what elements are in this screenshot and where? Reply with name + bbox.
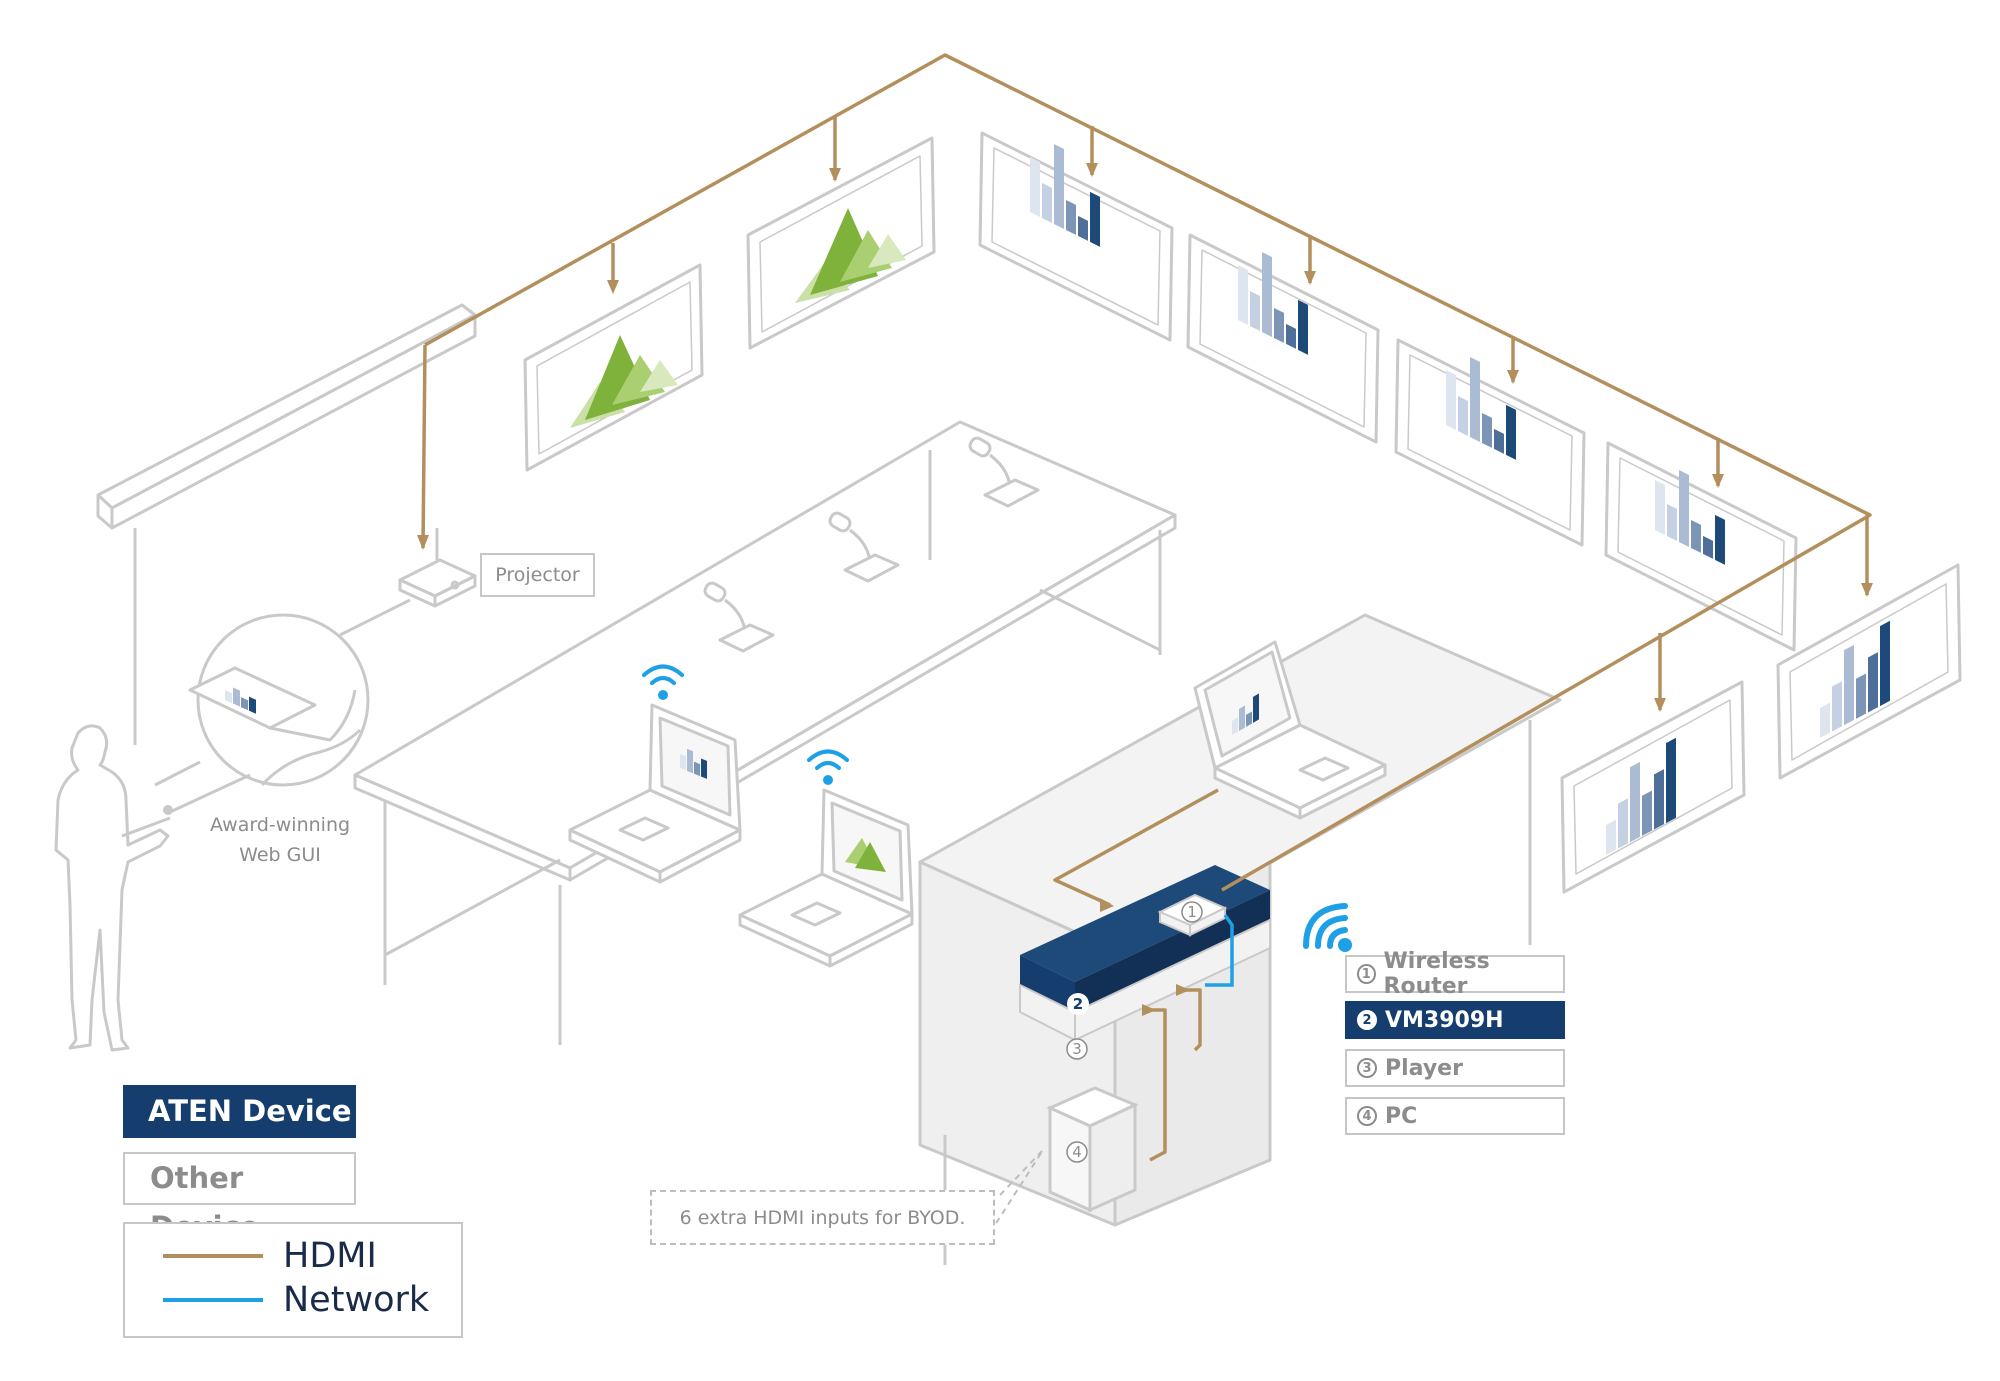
hdmi-line-swatch: [163, 1254, 263, 1258]
display-3: [978, 131, 1174, 342]
wifi-icon-router: [1303, 903, 1352, 952]
laptop-1: [568, 703, 742, 884]
web-gui-label-line1: Award-winning: [209, 814, 351, 836]
web-gui-pointer-dot: [163, 805, 173, 815]
bar-chart-icon-displays: [225, 143, 1890, 855]
key-player: 3 Player: [1345, 1049, 1565, 1087]
green-area-chart-display-1: [570, 335, 678, 428]
network-line-swatch: [163, 1298, 263, 1302]
green-chart-laptop-2: [845, 838, 886, 872]
legend-cable-types: HDMI Network: [123, 1222, 463, 1338]
pc-tower: [1046, 1086, 1139, 1213]
projector-label: Projector: [480, 553, 595, 597]
key-label: VM3909H: [1385, 1007, 1504, 1033]
key-label: Wireless Router: [1383, 949, 1490, 999]
network-cable: [1205, 913, 1234, 987]
legend-hdmi-row: HDMI: [163, 1236, 377, 1276]
callout-pointer: [994, 1149, 1044, 1226]
wifi-icon-laptop-1: [642, 664, 684, 700]
microphone-1: [968, 436, 1040, 508]
legend-aten-device: ATEN Device: [123, 1085, 356, 1138]
marker-1: 1: [1187, 903, 1197, 921]
byod-callout: 6 extra HDMI inputs for BYOD.: [650, 1190, 995, 1245]
projector: [398, 528, 477, 608]
legend-network-row: Network: [163, 1280, 429, 1320]
device-markers: 1 2 3 4: [1066, 901, 1203, 1163]
hdmi-cables: [421, 53, 1872, 1162]
person-figure: [54, 724, 171, 1052]
microphone-3: [703, 581, 775, 653]
web-gui-label: Award-winning Web GUI: [195, 810, 365, 870]
key-label: PC: [1385, 1103, 1418, 1129]
laptop-2: [738, 788, 914, 968]
microphone-2: [828, 511, 900, 583]
marker-2: 2: [1073, 995, 1083, 1013]
key-number: 1: [1357, 964, 1376, 984]
web-gui-zoom: [154, 613, 370, 814]
web-gui-label-line2: Web GUI: [239, 844, 321, 866]
key-number: 3: [1357, 1058, 1377, 1078]
marker-3: 3: [1072, 1040, 1082, 1058]
key-pc: 4 PC: [1345, 1097, 1565, 1135]
key-wireless-router: 1 Wireless Router: [1345, 949, 1565, 999]
key-number: 4: [1357, 1106, 1377, 1126]
green-area-chart-display-2: [795, 208, 906, 303]
projector-screen: [96, 303, 477, 745]
wifi-icon-laptop-2: [807, 749, 849, 785]
legend-hdmi-label: HDMI: [283, 1236, 377, 1276]
legend-other-device: Other Device: [123, 1152, 356, 1244]
hdmi-arrowheads: [417, 163, 1873, 1016]
key-label: Player: [1385, 1055, 1463, 1081]
display-7: [1560, 680, 1746, 894]
marker-4: 4: [1072, 1143, 1082, 1161]
key-number: 2: [1357, 1010, 1377, 1030]
legend-network-label: Network: [283, 1280, 430, 1320]
key-vm3909h: 2 VM3909H: [1345, 1001, 1565, 1039]
laptop-3: [1193, 640, 1387, 820]
